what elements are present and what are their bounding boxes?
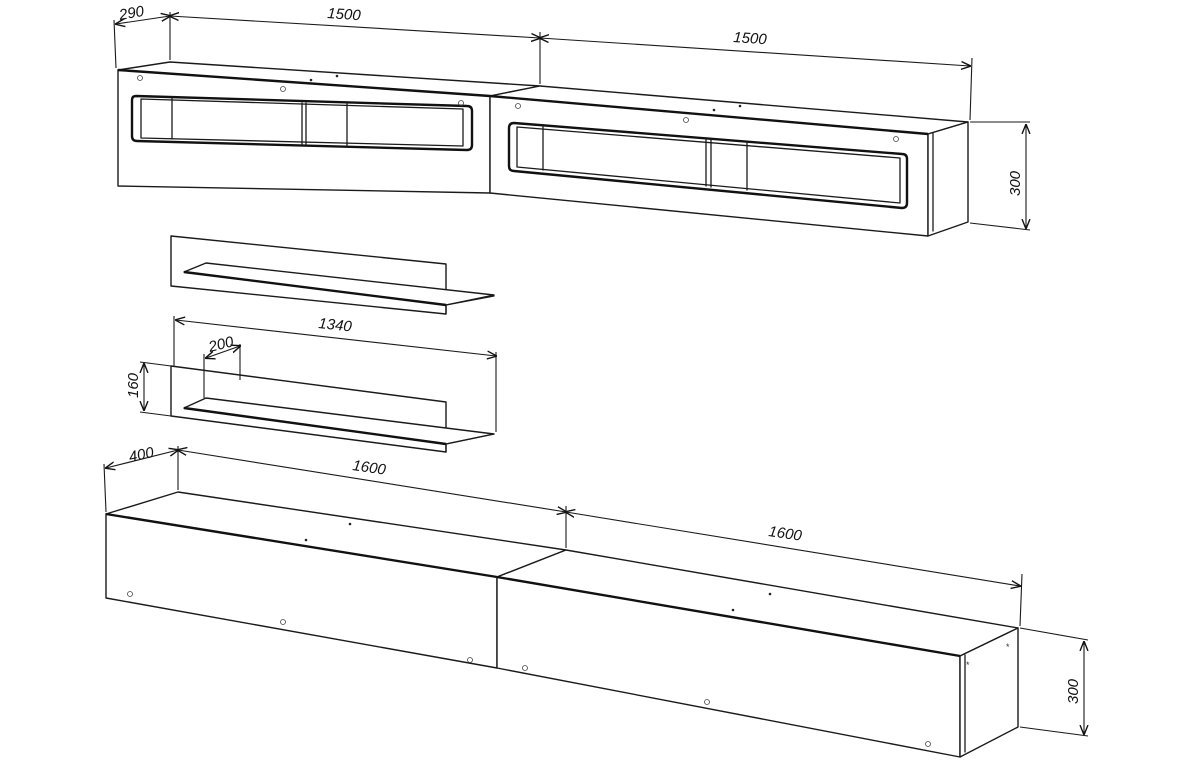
dimension-wall-depth: 290: [113, 3, 170, 69]
wall-height-label: 300: [1007, 170, 1024, 196]
floor-depth-label: 400: [127, 444, 156, 466]
wall-width-left-label: 1500: [327, 5, 362, 24]
wall-width-right-label: 1500: [733, 29, 768, 48]
shelf-width-label: 1340: [318, 315, 354, 335]
dimension-floor-height: 300: [1019, 627, 1088, 737]
dimension-shelf-depth: 200: [204, 333, 240, 398]
wall-depth-label: 290: [117, 3, 146, 24]
floor-height-label: 300: [1065, 678, 1082, 704]
floor-cabinet-right: * *: [496, 549, 1019, 758]
shelf-depth-label: 200: [206, 333, 236, 356]
floor-width-right-label: 1600: [767, 523, 803, 545]
dimension-shelf-height: 160: [125, 361, 172, 417]
dimension-wall-width-left: 1500: [170, 5, 540, 84]
wall-shelf-lower: [170, 365, 495, 453]
floor-width-left-label: 1600: [351, 457, 387, 479]
shelf-height-label: 160: [125, 372, 142, 398]
wall-cabinet-left: [117, 61, 541, 194]
dimension-floor-width-right: 1600: [566, 512, 1023, 627]
svg-text:*: *: [1006, 642, 1010, 652]
svg-text:*: *: [966, 660, 970, 670]
wall-shelf-upper: [170, 235, 495, 315]
dimension-wall-width-right: 1500: [540, 29, 973, 121]
dimension-shelf-width: 1340: [173, 315, 496, 432]
dimension-wall-height: 300: [969, 121, 1030, 231]
wall-cabinet-right: [489, 85, 969, 237]
